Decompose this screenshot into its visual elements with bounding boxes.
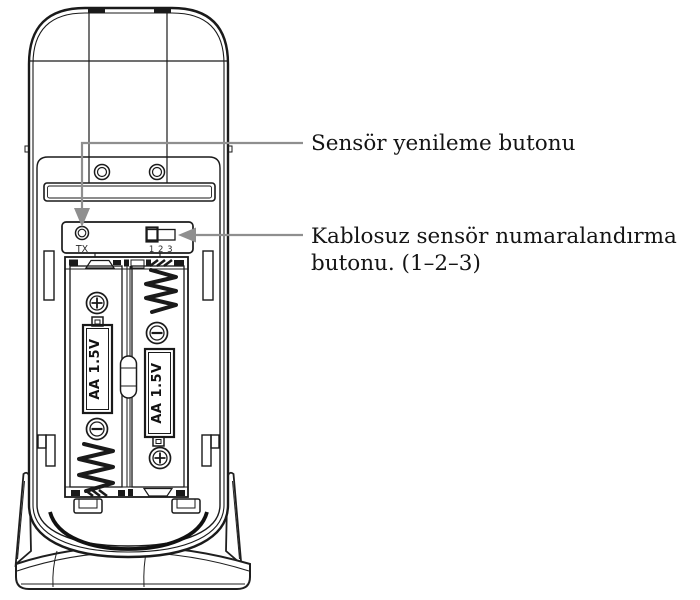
cover-bottom-shadow-arc	[48, 511, 209, 551]
battery-right: AA 1.5V	[143, 268, 178, 470]
side-notch-right	[228, 145, 233, 153]
screw-right	[148, 163, 166, 181]
body-outline	[27, 6, 230, 559]
battery-right-label: AA 1.5V	[150, 362, 165, 423]
battery-left-label: AA 1.5V	[88, 338, 103, 399]
handle-bar-inner	[47, 185, 212, 199]
battery-left: AA 1.5V	[77, 291, 115, 493]
battery-left-negative-terminal	[85, 417, 109, 441]
callout-refresh-label: Sensör yenileme butonu	[311, 131, 576, 156]
top-spring-contact	[149, 258, 173, 268]
side-notch-left	[24, 145, 29, 153]
bottom-contact-bump	[142, 487, 174, 497]
switch-positions-label: 1 2 3	[149, 245, 173, 255]
battery-right-cell: AA 1.5V	[143, 347, 176, 447]
battery-right-spring	[144, 268, 178, 314]
device-body	[24, 6, 233, 559]
handle-bar	[43, 182, 216, 202]
bottom-contact-strip	[71, 487, 185, 498]
compartment-bottom-tab-right	[171, 498, 201, 514]
callout-numbering-label-line2: butonu. (1–2–3)	[311, 251, 481, 276]
tx-button-label: TX	[75, 244, 89, 255]
callout-numbering-switch: Kablosuz sensör numaralandırma butonu. (…	[178, 224, 677, 276]
divider-latch	[119, 355, 138, 399]
top-slot-right	[154, 8, 171, 14]
callout-refresh-button: Sensör yenileme butonu	[74, 131, 576, 227]
cover-recess	[36, 156, 221, 551]
battery-left-cell: AA 1.5V	[81, 316, 114, 415]
battery-right-negative-terminal	[145, 321, 169, 345]
stand-left-fin-inner-line	[17, 480, 25, 560]
screw-left	[93, 163, 111, 181]
arrow-left-icon	[178, 227, 196, 243]
compartment-outline	[64, 256, 189, 498]
arrow-down-icon	[74, 208, 90, 227]
callout-numbering-label-line1: Kablosuz sensör numaralandırma	[311, 224, 677, 249]
battery-left-spring	[77, 442, 115, 493]
battery-left-positive-terminal	[85, 291, 109, 315]
clip-lower-left	[37, 434, 56, 467]
top-contact-bump	[84, 259, 116, 269]
stand-right-fin-inner-line	[232, 480, 240, 560]
side-clips	[37, 250, 220, 467]
body-inner-outline	[32, 12, 225, 553]
battery-right-positive-terminal	[148, 446, 172, 470]
clip-upper-left	[43, 250, 55, 301]
top-slot-left	[88, 8, 105, 14]
clip-upper-right	[202, 250, 214, 301]
compartment-bottom-tab-left	[73, 498, 103, 514]
clip-lower-right	[201, 434, 220, 467]
callout-refresh-leader-line	[80, 141, 303, 210]
numbering-slide-switch	[145, 226, 176, 243]
stand-base-seam-left	[52, 550, 58, 588]
switch-knob	[145, 226, 159, 243]
